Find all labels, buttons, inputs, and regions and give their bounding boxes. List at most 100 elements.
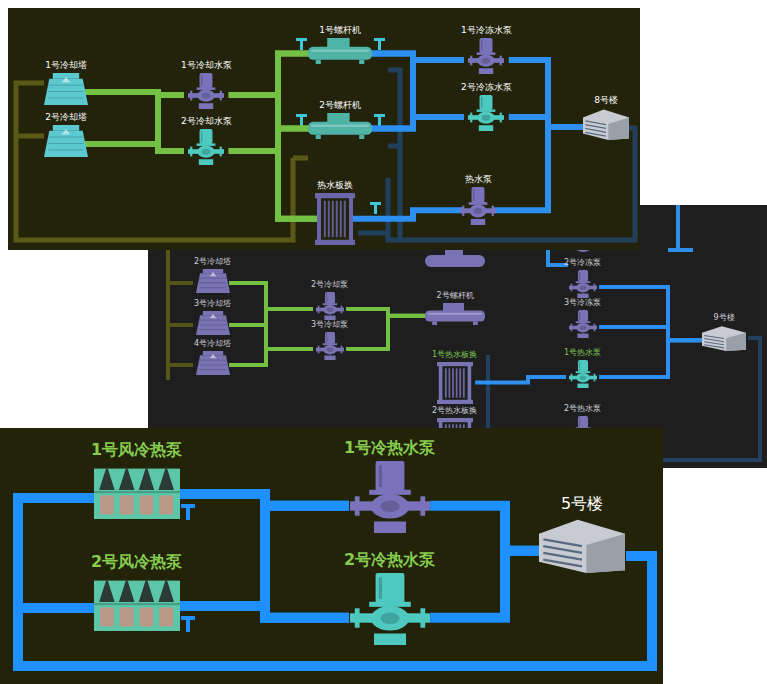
equipment-label: 8号楼 <box>583 95 629 106</box>
equipment-pump: 2号冷却水泵 <box>181 116 232 165</box>
pipe-connector <box>435 506 539 551</box>
equipment-tower: 1号冷却塔 <box>44 60 88 105</box>
pipe-connector <box>496 127 583 210</box>
pipe-connector <box>348 316 425 349</box>
pump-icon <box>316 332 344 360</box>
equipment-label: 2号冷却泵 <box>311 280 348 290</box>
equipment-label: 1号冷热水泵 <box>344 438 435 457</box>
pump-icon <box>468 38 504 74</box>
equipment-label: 2号风冷热泵 <box>91 552 182 571</box>
equipment-label: 1号冷冻水泵 <box>461 25 512 36</box>
equipment-heatpump: 2号风冷热泵 <box>91 552 182 631</box>
equipment-pump: 热水泵 <box>460 174 496 225</box>
equipment-plate: 1号热水板换 <box>432 350 477 404</box>
pipe-connector <box>372 117 461 128</box>
panel-8: 1号冷却塔 2号冷却塔 1号冷却水泵 2号冷却水泵 1号螺杆机 2号螺杆机热水板换 1号冷冻… <box>8 8 640 250</box>
pipe-connector <box>231 309 311 325</box>
heatpump-icon <box>94 575 180 631</box>
equipment-pump: 1号热水泵 <box>564 348 601 388</box>
equipment-label: 热水泵 <box>460 174 496 185</box>
pipe-connector <box>232 95 308 128</box>
pump-icon <box>569 360 597 388</box>
equipment-label: 1号冷却水泵 <box>181 60 232 71</box>
equipment-label: 2号热水泵 <box>564 404 601 414</box>
tower-icon <box>196 351 230 375</box>
equipment-label: 4号冷却塔 <box>194 339 231 349</box>
tower-icon <box>44 73 88 105</box>
chiller-icon <box>308 113 372 139</box>
equipment-label: 2号冷热水泵 <box>344 550 435 569</box>
equipment-label: 1号冷却塔 <box>44 60 88 71</box>
tower-icon <box>44 125 88 157</box>
valve-symbols <box>181 504 195 632</box>
pipe-connector <box>231 283 311 349</box>
pump-icon <box>460 187 496 225</box>
equipment-pump: 3号冷却泵 <box>311 320 348 360</box>
plate-icon <box>315 193 355 245</box>
equipment-label: 2号热水板换 <box>432 406 477 416</box>
equipment-building: 5号楼 <box>539 494 625 573</box>
tower-icon <box>196 269 230 293</box>
equipment-label: 2号冷却塔 <box>194 257 231 267</box>
equipment-label: 1号螺杆机 <box>308 25 372 36</box>
chiller-icon <box>308 38 372 64</box>
pipe-connector <box>88 144 181 151</box>
equipment-label: 3号冷冻泵 <box>564 298 601 308</box>
pipe-connector <box>231 309 311 365</box>
equipment-label: 3号冷却塔 <box>194 299 231 309</box>
pump-icon <box>188 129 224 165</box>
equipment-plate: 热水板换 <box>315 180 355 245</box>
pipe-connector <box>88 92 181 151</box>
equipment-building: 8号楼 <box>583 95 629 140</box>
equipment-tower: 4号冷却塔 <box>194 339 231 375</box>
chiller-icon <box>425 303 485 325</box>
equipment-label: 2号螺杆机 <box>308 100 372 111</box>
equipment-tower: 2号冷却塔 <box>194 257 231 293</box>
equipment-pump: 2号冷却泵 <box>311 280 348 320</box>
tower-icon <box>196 311 230 335</box>
pipe-connector <box>232 53 308 151</box>
equipment-label: 热水板换 <box>315 180 355 191</box>
equipment-label: 1号热水板换 <box>432 350 477 360</box>
pipe-connector <box>182 606 344 618</box>
equipment-label: 3号冷却泵 <box>311 320 348 330</box>
equipment-label: 5号楼 <box>539 494 625 513</box>
heatpump-icon <box>94 463 180 519</box>
equipment-label: 9号楼 <box>702 313 746 323</box>
pump-icon <box>316 292 344 320</box>
pipe-connector <box>435 551 539 618</box>
pump-icon <box>468 95 504 131</box>
pipe-connector <box>512 60 583 127</box>
equipment-label: 1号热水泵 <box>564 348 601 358</box>
return-pipes <box>16 70 635 240</box>
equipment-label: 2号螺杆机 <box>425 291 485 301</box>
pipe-connector <box>231 325 311 349</box>
pump-icon <box>350 461 430 533</box>
equipment-chiller: 2号螺杆机 <box>308 100 372 139</box>
pump-icon <box>569 270 597 298</box>
building-icon <box>702 325 746 351</box>
equipment-building: 9号楼 <box>702 313 746 351</box>
pump-icon <box>350 573 430 645</box>
equipment-chiller: 1号螺杆机 <box>308 25 372 64</box>
pipe-connector <box>231 349 311 365</box>
equipment-pump: 1号冷却水泵 <box>181 60 232 109</box>
equipment-pump: 2号冷冻水泵 <box>461 82 512 131</box>
equipment-pump: 3号冷冻泵 <box>564 298 601 338</box>
pump-icon <box>188 73 224 109</box>
equipment-chiller: 2号螺杆机 <box>425 291 485 325</box>
equipment-label: 2号冷却塔 <box>44 112 88 123</box>
equipment-label: 2号冷冻水泵 <box>461 82 512 93</box>
pipe-connector <box>88 95 181 144</box>
equipment-pump: 1号冷冻水泵 <box>461 25 512 74</box>
pipe-connector <box>601 287 702 340</box>
pipe-connector <box>232 128 308 151</box>
equipment-heatpump: 1号风冷热泵 <box>91 440 182 519</box>
plate-icon <box>437 362 473 404</box>
pipe-connector <box>232 151 315 219</box>
building-icon <box>539 517 625 573</box>
pump-icon <box>569 310 597 338</box>
pipe-connector <box>232 95 315 219</box>
pipe-connector <box>372 60 461 128</box>
equipment-pump: 2号冷冻泵 <box>564 258 601 298</box>
